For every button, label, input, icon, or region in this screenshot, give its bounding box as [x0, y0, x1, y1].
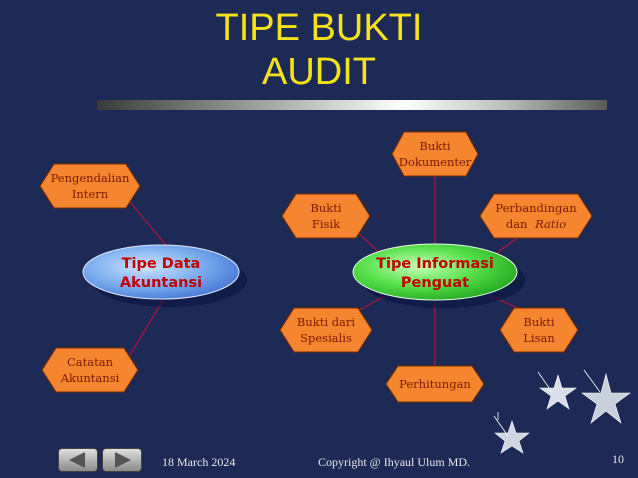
node-bukti-dokumenter-line-2: Dokumenter [399, 155, 472, 169]
node-bukti-lisan: Bukti Lisan [499, 307, 579, 353]
decorative-stars [493, 369, 631, 454]
node-perhitungan: Perhitungan [385, 365, 485, 403]
node-catatan-akuntansi: Catatan Akuntansi [41, 347, 139, 393]
slide-number: 10 [612, 452, 624, 466]
right-center-line-2: Penguat [401, 275, 469, 291]
previous-slide-button[interactable] [58, 448, 98, 472]
node-pengendalian-intern-line-2: Intern [72, 187, 109, 201]
node-bukti-fisik: Bukti Fisik [281, 193, 371, 239]
footer-copyright: Copyright @ Ihyaul Ulum MD. [318, 455, 471, 469]
node-perbandingan-ratio-line-1: Perbandingan [495, 201, 577, 215]
next-slide-button[interactable] [102, 448, 142, 472]
star-icon [539, 373, 577, 410]
star-icon [581, 372, 631, 424]
connector-left-top [129, 201, 171, 251]
star-icon [494, 420, 530, 454]
node-catatan-akuntansi-line-1: Catatan [67, 355, 114, 369]
left-center-line-2: Akuntansi [120, 275, 202, 291]
node-perbandingan-ratio: Perbandingan dan Ratio [479, 193, 593, 239]
right-center-oval: Tipe Informasi Penguat [352, 243, 525, 308]
node-bukti-lisan-line-2: Lisan [523, 331, 555, 345]
footer-date: 18 March 2024 [162, 455, 236, 469]
arrow-left-icon [69, 452, 85, 468]
node-catatan-akuntansi-line-2: Akuntansi [60, 371, 120, 385]
node-perhitungan-line-1: Perhitungan [399, 377, 471, 391]
node-bukti-dokumenter: Bukti Dokumenter [391, 131, 479, 177]
slide-title-line-2: AUDIT [262, 51, 376, 93]
node-bukti-fisik-line-1: Bukti [310, 201, 341, 215]
node-pengendalian-intern-line-1: Pengendalian [51, 171, 130, 185]
left-center-oval: Tipe Data Akuntansi [82, 244, 247, 307]
right-center-line-1: Tipe Informasi [376, 256, 494, 272]
node-bukti-spesialis: Bukti dari Spesialis [279, 307, 373, 353]
node-bukti-dokumenter-line-1: Bukti [419, 139, 450, 153]
node-bukti-spesialis-line-1: Bukti dari [297, 315, 355, 329]
node-bukti-fisik-line-2: Fisik [312, 217, 341, 231]
slide-title-line-1: TIPE BUKTI [215, 7, 423, 49]
node-perbandingan-ratio-line-2: dan Ratio [506, 217, 566, 231]
arrow-right-icon [115, 452, 131, 468]
node-perbandingan-ratio-line-2-italic: Ratio [534, 217, 566, 231]
title-divider [97, 100, 607, 110]
node-bukti-spesialis-line-2: Spesialis [300, 331, 352, 345]
left-center-line-1: Tipe Data [122, 256, 201, 272]
node-perbandingan-ratio-line-2-roman: dan [506, 217, 528, 231]
node-pengendalian-intern: Pengendalian Intern [39, 163, 141, 209]
node-bukti-lisan-line-1: Bukti [523, 315, 554, 329]
